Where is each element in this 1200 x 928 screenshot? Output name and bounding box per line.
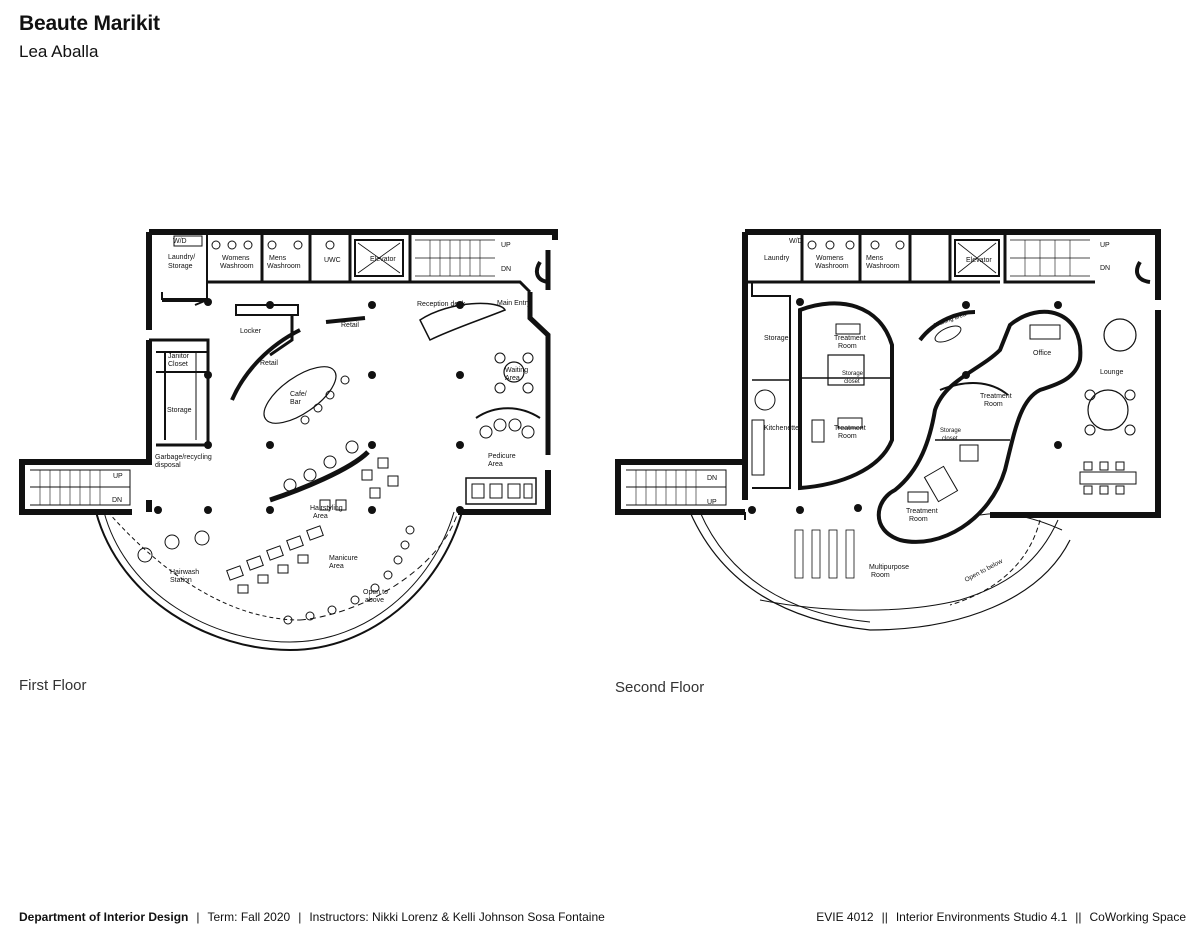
sf-lounge-label: Lounge — [1100, 369, 1123, 376]
ff-laundry-label-2: Storage — [168, 263, 193, 270]
second-floor-plan — [615, 229, 1161, 631]
footer-department: Department of Interior Design — [19, 910, 189, 924]
ff-pedicure-label-1: Pedicure — [488, 453, 516, 460]
ff-locker-label: Locker — [240, 328, 262, 335]
sf-storage-closet2-label-2: closet — [942, 436, 958, 442]
project-author: Lea Aballa — [19, 42, 99, 61]
ff-manicure-label-2: Area — [329, 563, 344, 570]
sf-mens-label-2: Washroom — [866, 263, 900, 270]
ff-pedicure-label-2: Area — [488, 461, 503, 468]
footer-course-code: EVIE 4012 — [816, 910, 874, 924]
sf-treatment4-label-1: Treatment — [906, 508, 938, 515]
ff-elevator-label: Elevator — [370, 256, 396, 263]
ff-up-label: UP — [501, 242, 511, 249]
ff-janitor-label-1: Janitor — [168, 353, 190, 360]
sf-multipurpose-label-2: Room — [871, 572, 890, 579]
sf-multipurpose-label-1: Multipurpose — [869, 564, 909, 571]
sf-stair-up-label: UP — [707, 499, 717, 506]
sf-up-label: UP — [1100, 242, 1110, 249]
ff-manicure-label-1: Manicure — [329, 555, 358, 562]
ff-retail-label: Retail — [260, 360, 278, 367]
ff-hairstyling-label-2: Area — [313, 513, 328, 520]
ff-main-entry-label: Main Entry — [497, 300, 531, 307]
ff-cafe-label-2: Bar — [290, 399, 302, 406]
sf-womens-label-2: Washroom — [815, 263, 849, 270]
ff-laundry-label-1: Laundry/ — [168, 254, 195, 261]
sf-treatment3-label-2: Room — [838, 433, 857, 440]
footer-project-type: CoWorking Space — [1089, 910, 1187, 924]
sf-wd-label: W/D — [789, 238, 803, 245]
ff-hairwash-label-1: Hairwash — [170, 569, 199, 576]
sf-stair-dn-label: DN — [707, 475, 717, 482]
ff-uwc-label: UWC — [324, 257, 341, 264]
ff-garbage-label-1: Garbage/recycling — [155, 454, 212, 461]
ff-waiting-label-1: Waiting — [505, 367, 528, 374]
sf-storage-closet2-label-1: Storage — [940, 428, 962, 434]
sf-elevator-label: Elevator — [966, 257, 992, 264]
first-floor-caption: First Floor — [19, 677, 87, 694]
sf-womens-label-1: Womens — [816, 255, 844, 262]
sf-dn-label: DN — [1100, 265, 1110, 272]
sf-treatment2-label-2: Room — [984, 401, 1003, 408]
footer-instructors: Instructors: Nikki Lorenz & Kelli Johnso… — [309, 910, 605, 924]
ff-hairwash-label-2: Station — [170, 577, 192, 584]
ff-storage-label: Storage — [167, 407, 192, 414]
ff-reception-label: Reception desk — [417, 301, 466, 308]
project-title: Beaute Marikit — [19, 12, 160, 35]
sf-storage-closet1-label-2: closet — [844, 379, 860, 385]
sf-storage-closet1-label-1: Storage — [842, 371, 864, 377]
ff-stair-dn-label: DN — [112, 497, 122, 504]
footer-course-name: Interior Environments Studio 4.1 — [895, 910, 1068, 924]
first-floor-plan — [19, 229, 558, 652]
ff-open-above-label-1: Open to — [363, 589, 388, 596]
sf-kitchenette-label: Kitchenette — [764, 425, 799, 432]
footer-left: Department of Interior Design|Term: Fall… — [19, 910, 605, 924]
ff-wd-label: W/D — [173, 238, 187, 245]
ff-waiting-label-2: Area — [505, 375, 520, 382]
ff-hairstyling-label-1: Hairstyling — [310, 505, 343, 512]
ff-open-above-label-2: above — [365, 597, 384, 604]
sf-treatment4-label-2: Room — [909, 516, 928, 523]
sf-treatment1-label-1: Treatment — [834, 335, 866, 342]
sf-treatment2-label-1: Treatment — [980, 393, 1012, 400]
sf-laundry-label: Laundry — [764, 255, 790, 262]
sf-open-below-label: Open to below — [964, 558, 1005, 584]
ff-garbage-label-2: disposal — [155, 462, 181, 469]
footer-right: EVIE 4012||Interior Environments Studio … — [816, 910, 1186, 924]
sf-office-label: Office — [1033, 350, 1051, 357]
ff-cafe-label-1: Cafe/ — [290, 391, 307, 398]
footer-term: Term: Fall 2020 — [207, 910, 291, 924]
second-floor-caption: Second Floor — [615, 679, 705, 696]
ff-womens-label-1: Womens — [222, 255, 250, 262]
ff-mens-label-2: Washroom — [267, 263, 301, 270]
ff-retail-small-label: Retail — [341, 322, 359, 329]
ff-womens-label-2: Washroom — [220, 263, 254, 270]
sf-treatment3-label-1: Treatment — [834, 425, 866, 432]
sf-treatment1-label-2: Room — [838, 343, 857, 350]
ff-dn-label: DN — [501, 266, 511, 273]
ff-stair-up-label: UP — [113, 473, 123, 480]
ff-mens-label-1: Mens — [269, 255, 287, 262]
sf-mens-label-1: Mens — [866, 255, 884, 262]
ff-janitor-label-2: Closet — [168, 361, 188, 368]
sf-storage-label: Storage — [764, 335, 789, 342]
